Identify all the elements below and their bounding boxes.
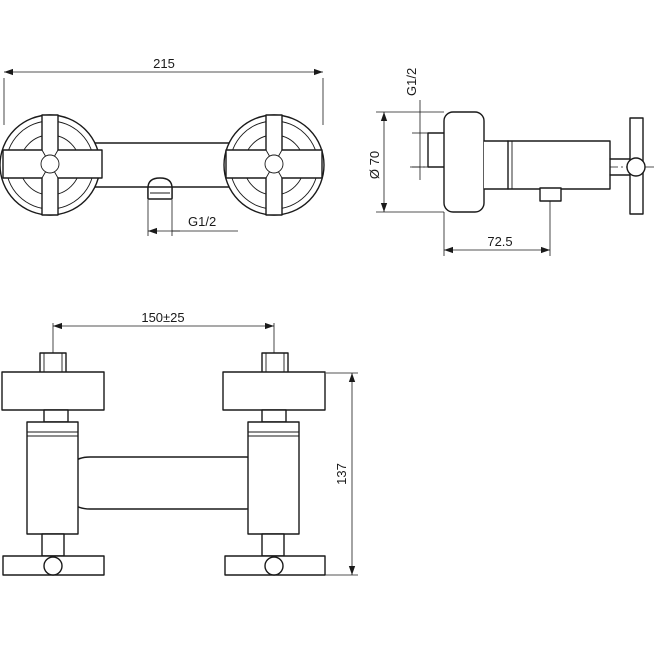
front-body — [65, 456, 267, 510]
dimension-side-thread: G1/2 — [404, 68, 428, 180]
left-column — [1, 352, 105, 576]
wall-rosette — [443, 111, 485, 213]
dimension-diameter: Ø 70 — [367, 111, 444, 213]
side-outlet — [539, 187, 562, 202]
shower-outlet — [147, 177, 173, 200]
dimension-outlet-thread: G1/2 — [147, 200, 238, 236]
dimension-label-depth: 72.5 — [487, 234, 512, 249]
dimension-label-center-spacing: 150±25 — [141, 310, 184, 325]
dimension-height: 137 — [324, 372, 358, 576]
dimension-depth: 72.5 — [443, 201, 551, 256]
side-body — [483, 140, 611, 190]
dimension-overall-width: 215 — [3, 56, 324, 125]
right-column — [222, 352, 326, 576]
dimension-label-diameter: Ø 70 — [367, 151, 382, 179]
side-handle — [609, 117, 646, 215]
dimension-label-outlet-thread: G1/2 — [188, 214, 216, 229]
dimension-label-side-thread: G1/2 — [404, 68, 419, 96]
dimension-center-spacing: 150±25 — [52, 310, 275, 358]
dimension-label-height: 137 — [334, 463, 349, 485]
top-view: 215 — [0, 56, 325, 236]
dimension-label-width: 215 — [153, 56, 175, 71]
left-handle — [0, 114, 103, 216]
right-handle — [223, 114, 325, 216]
front-view: 150±25 137 — [1, 310, 358, 576]
side-view: G1/2 Ø 70 72.5 — [367, 68, 654, 256]
